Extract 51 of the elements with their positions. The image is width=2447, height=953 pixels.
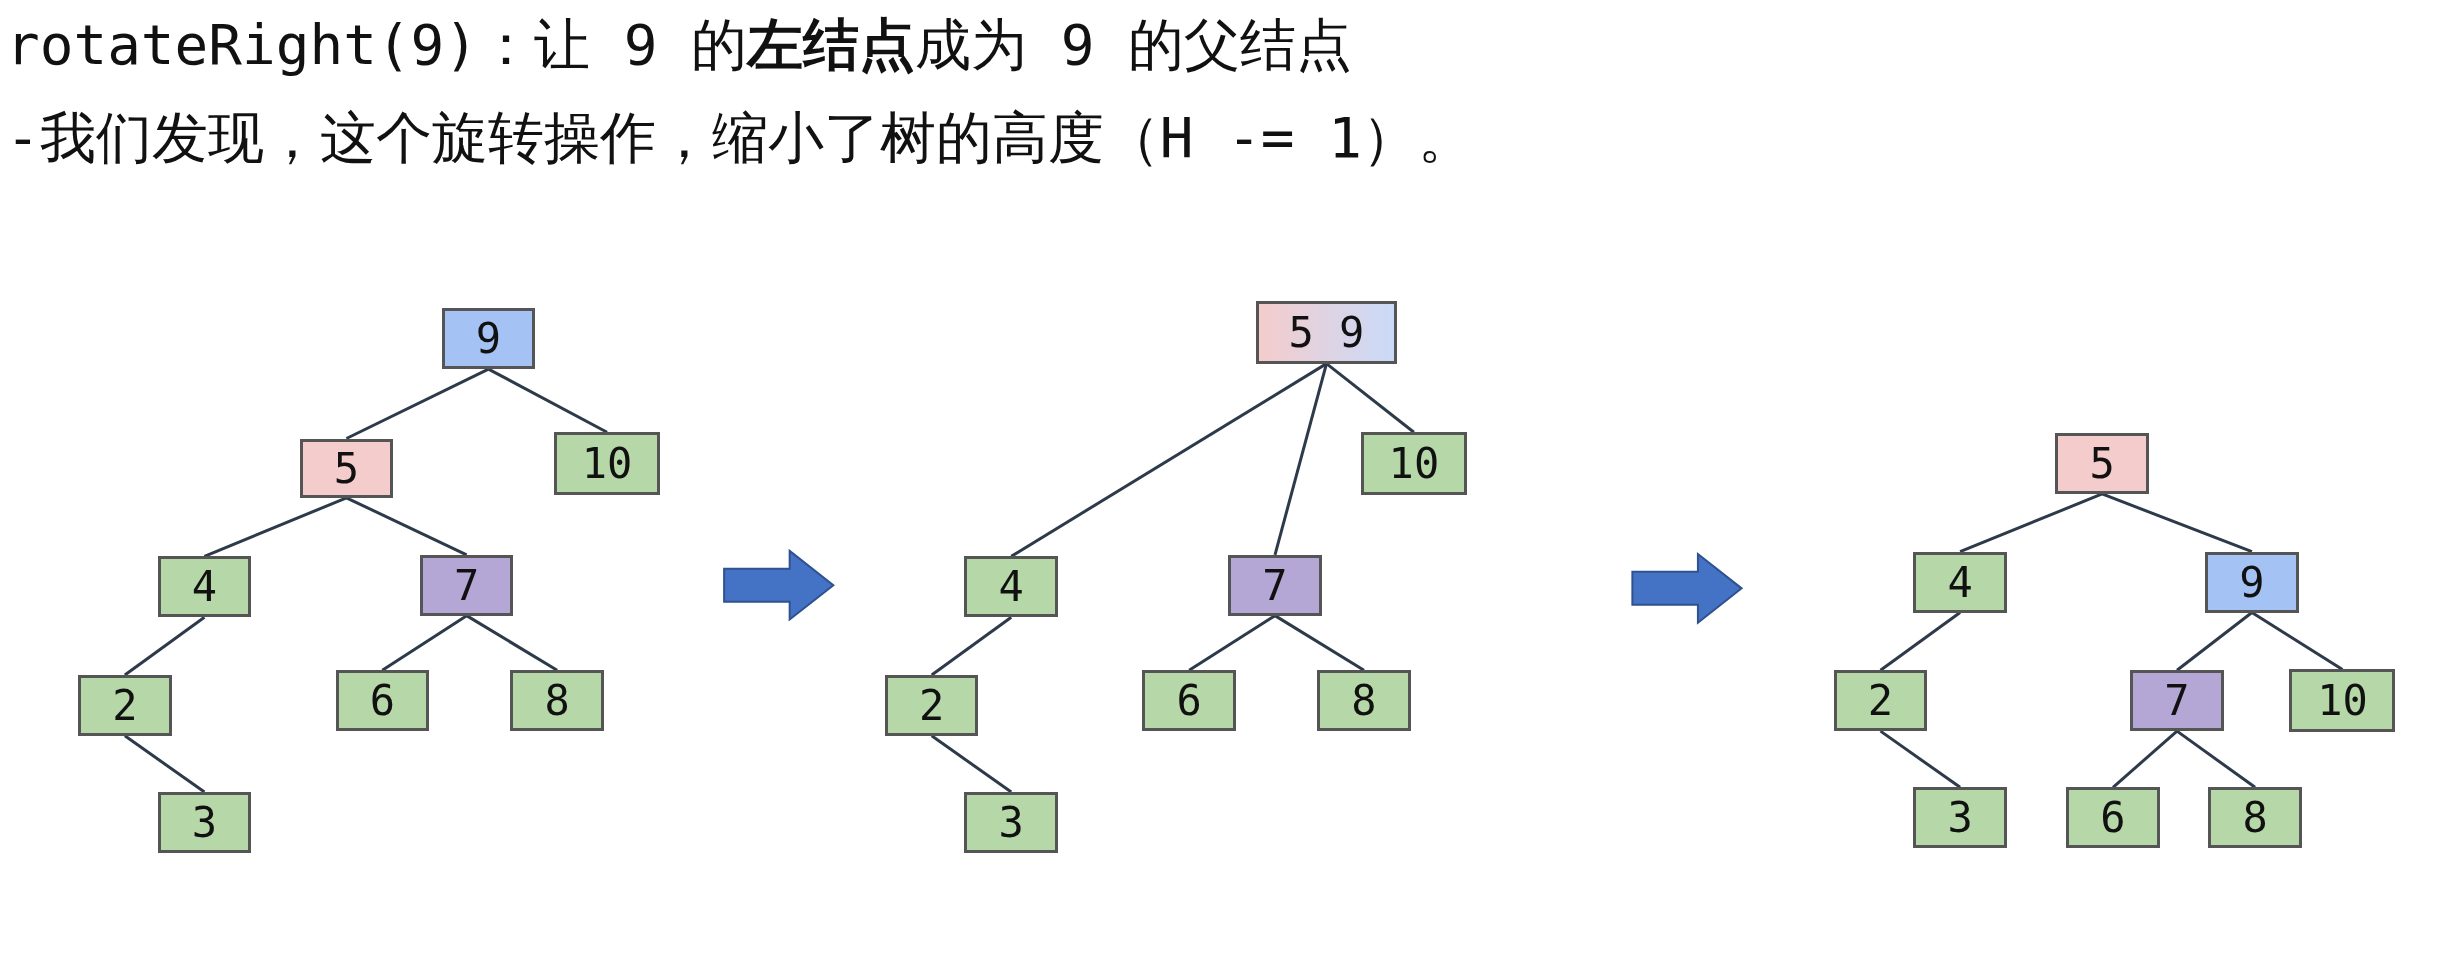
tree-node: 6 <box>1142 670 1236 732</box>
tree-edge <box>203 496 347 558</box>
tree-node: 3 <box>157 792 252 853</box>
tree-node: 5 <box>2055 433 2149 494</box>
tree-node: 4 <box>157 556 252 618</box>
tree-node: 7 <box>419 554 514 616</box>
note-text: -我们发现，这个旋转操作，缩小了树的高度（H -= 1）。 <box>6 104 1474 172</box>
tree-node: 9 <box>2205 551 2299 613</box>
tree-node: 10 <box>2289 669 2396 732</box>
tree-edge <box>1879 729 1961 789</box>
tree-edge <box>1273 363 1328 556</box>
tree-edge <box>345 367 490 440</box>
tree-node: 9 <box>441 308 536 370</box>
tree-edge <box>381 614 468 672</box>
tree-edge <box>2176 729 2256 789</box>
tree-edge <box>1325 362 1415 434</box>
tree-node: 4 <box>1913 551 2007 613</box>
tree-node: 10 <box>1360 432 1467 495</box>
tree-node: 6 <box>2066 787 2160 849</box>
tree-node: 4 <box>964 556 1059 618</box>
tree-edge <box>1274 614 1365 672</box>
tree-edge <box>1188 614 1276 672</box>
tree-node: 8 <box>510 670 604 732</box>
tree-edge <box>487 367 608 434</box>
tree-node: 7 <box>1228 554 1322 616</box>
tree-edge <box>1879 611 1961 672</box>
tree-edge <box>930 616 1013 677</box>
tree-edge <box>2176 611 2253 672</box>
tree-node: 3 <box>964 792 1059 853</box>
tree-node: 10 <box>554 432 661 495</box>
tree-edge <box>2112 730 2178 789</box>
tree-node: 3 <box>1913 787 2007 849</box>
tree-edge <box>2101 492 2253 554</box>
tree-node: 7 <box>2130 670 2224 732</box>
tree-node: 2 <box>1833 670 1928 732</box>
tree-node: 2 <box>884 674 979 736</box>
tree-node: 8 <box>2208 787 2302 849</box>
tree-edge <box>124 734 206 794</box>
tree-edge <box>123 616 206 677</box>
tree-edge <box>1959 492 2103 554</box>
tree-edge <box>2251 611 2344 671</box>
tree-edge <box>930 734 1013 794</box>
tree-node: 8 <box>1317 670 1411 732</box>
tree-node: 6 <box>335 670 430 732</box>
tree-node: 5 <box>299 438 394 498</box>
tree-edge <box>345 496 468 557</box>
tree-node: 5 9 <box>1256 301 1397 364</box>
tree-edge <box>465 614 558 672</box>
tree-node: 2 <box>78 674 172 736</box>
tree-edge <box>1010 362 1328 558</box>
title: rotateRight(9)：让 9 的左结点成为 9 的父结点 <box>6 11 1353 79</box>
